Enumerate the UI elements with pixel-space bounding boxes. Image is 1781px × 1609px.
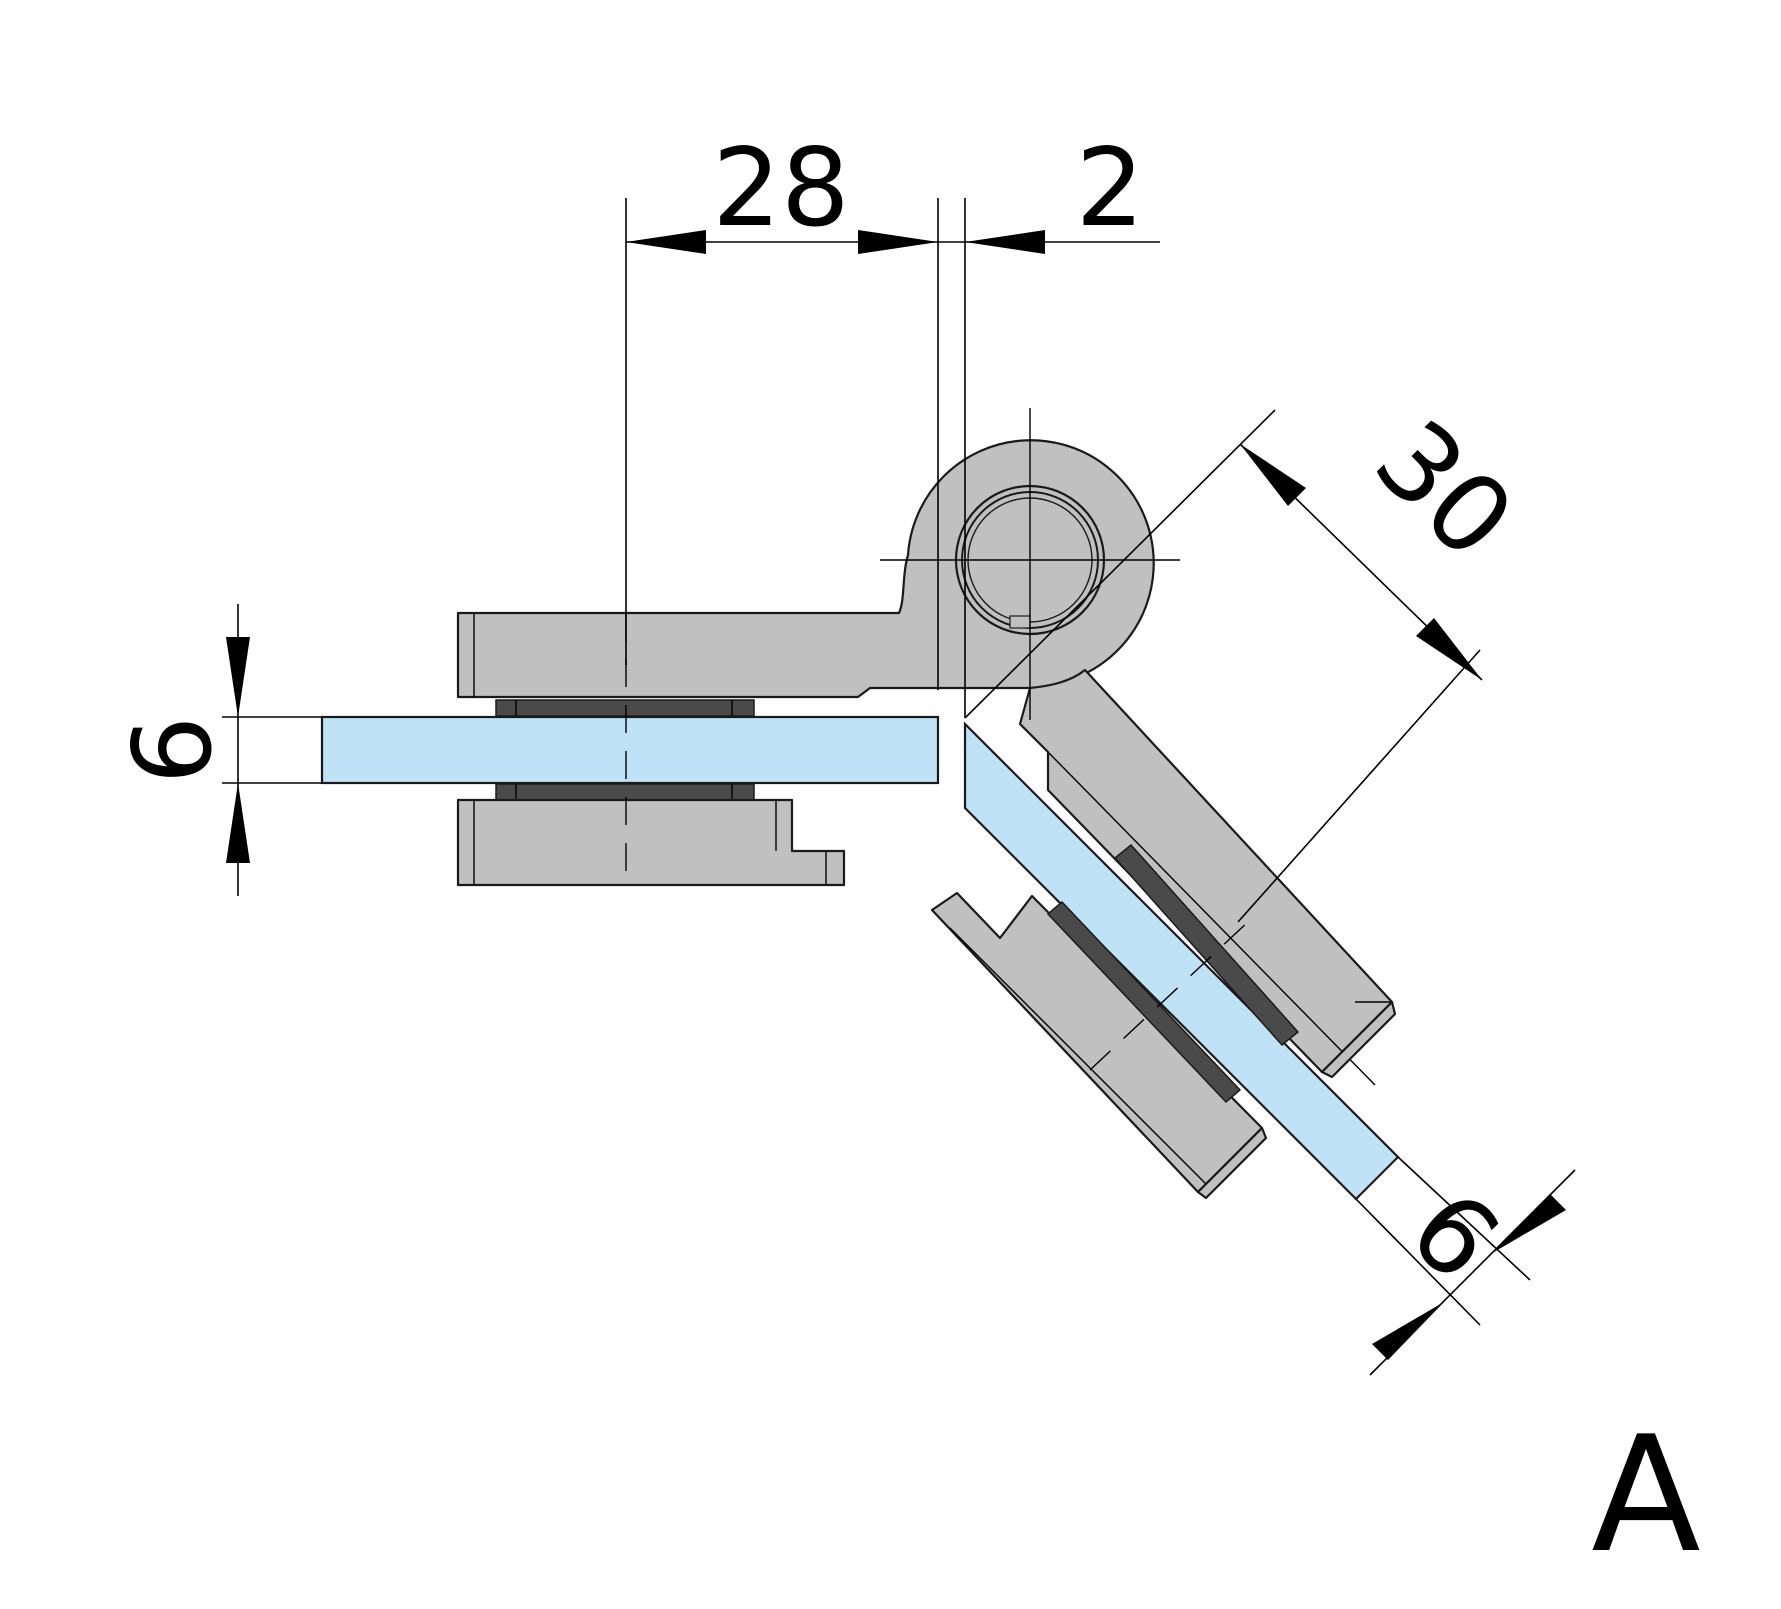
dim-label-30: 30	[1351, 397, 1537, 583]
dim-label-2: 2	[1076, 126, 1145, 251]
view-label: A	[1591, 1401, 1700, 1588]
dimension-28: 28	[625, 126, 939, 690]
hinge-pin	[880, 408, 1180, 720]
angled-upper-gasket	[1113, 843, 1300, 1047]
dimension-2: 2	[938, 126, 1160, 718]
dim-label-28: 28	[712, 126, 849, 251]
dimension-6-left: 6	[111, 604, 322, 896]
dim-label-6-right: 6	[1385, 1168, 1522, 1305]
left-glass-pane	[320, 715, 940, 785]
right-centerline	[1089, 919, 1251, 1071]
lower-gasket	[495, 783, 755, 801]
upper-angled-arm	[1018, 668, 1394, 1074]
dim-label-6-left: 6	[111, 716, 236, 785]
lower-clamp-plate	[456, 798, 846, 887]
right-clamp-assembly	[930, 668, 1400, 1201]
angled-lower-gasket	[1046, 900, 1242, 1104]
dimension-6-right: 6	[1355, 1156, 1576, 1376]
upper-gasket	[495, 699, 755, 717]
